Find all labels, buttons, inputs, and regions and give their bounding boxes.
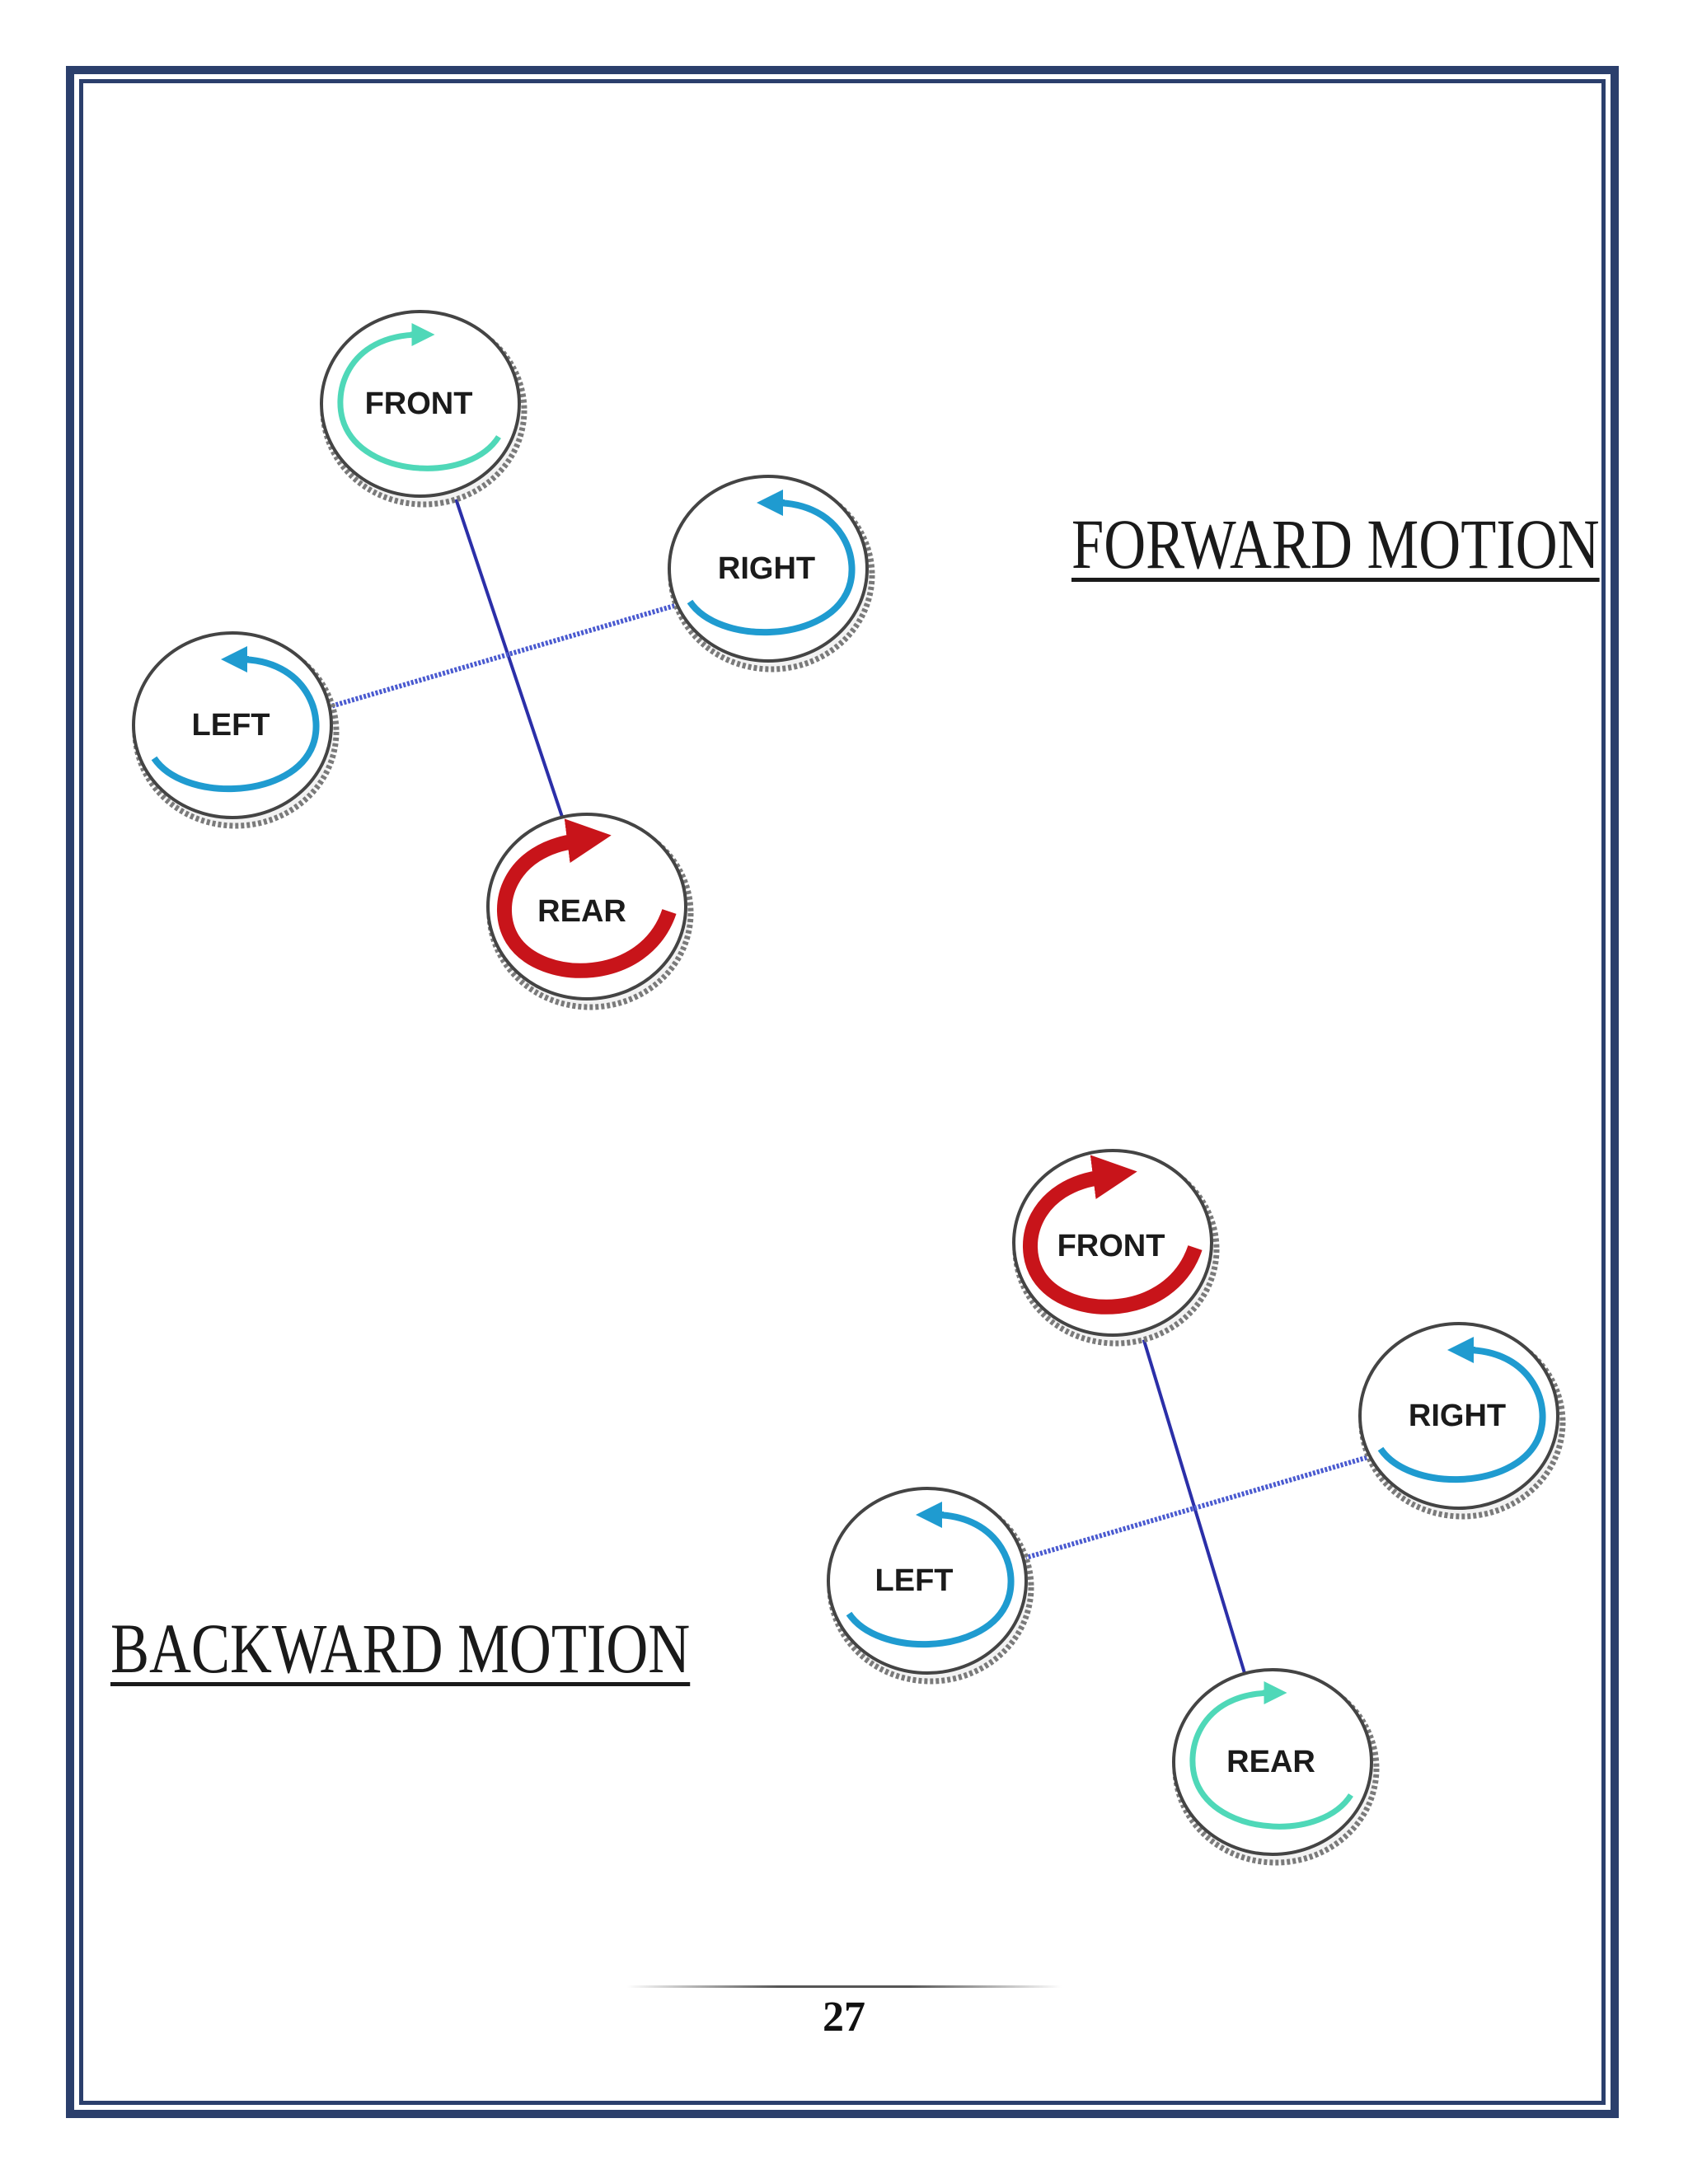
forward-front-label: FRONT [365,387,473,421]
backward-motor-right: RIGHT [1358,1322,1566,1520]
backward-left-label: LEFT [875,1563,954,1598]
backward-right-label: RIGHT [1409,1399,1506,1433]
forward-motor-right: RIGHT [668,475,875,673]
forward-left-label: LEFT [192,708,270,743]
forward-diagram: FRONT RIGHT LEFT REAR [132,310,875,1010]
backward-motion-title: BACKWARD MOTION [110,1609,691,1688]
backward-arm-left-right [1020,1455,1369,1562]
backward-front-label: FRONT [1057,1229,1165,1263]
page-number: 27 [823,1994,865,2041]
backward-arm-front-rear [1138,1326,1249,1682]
page-border-outer [66,66,1619,2118]
backward-diagram: FRONT RIGHT LEFT REAR [827,1149,1566,1866]
page-border-inner [79,79,1606,2105]
forward-arm-left-right [327,602,681,710]
forward-motion-title: FORWARD MOTION [1071,504,1600,583]
footer-rule [626,1985,1062,1988]
backward-rear-label: REAR [1226,1745,1315,1779]
forward-motor-rear: REAR [486,813,694,1010]
backward-motor-front: FRONT [1012,1149,1220,1347]
backward-motor-rear: REAR [1172,1668,1380,1866]
backward-motor-left: LEFT [827,1487,1034,1685]
forward-right-label: RIGHT [718,551,815,586]
forward-motor-front: FRONT [320,310,528,508]
forward-motor-left: LEFT [132,631,340,829]
forward-rear-label: REAR [537,894,626,929]
